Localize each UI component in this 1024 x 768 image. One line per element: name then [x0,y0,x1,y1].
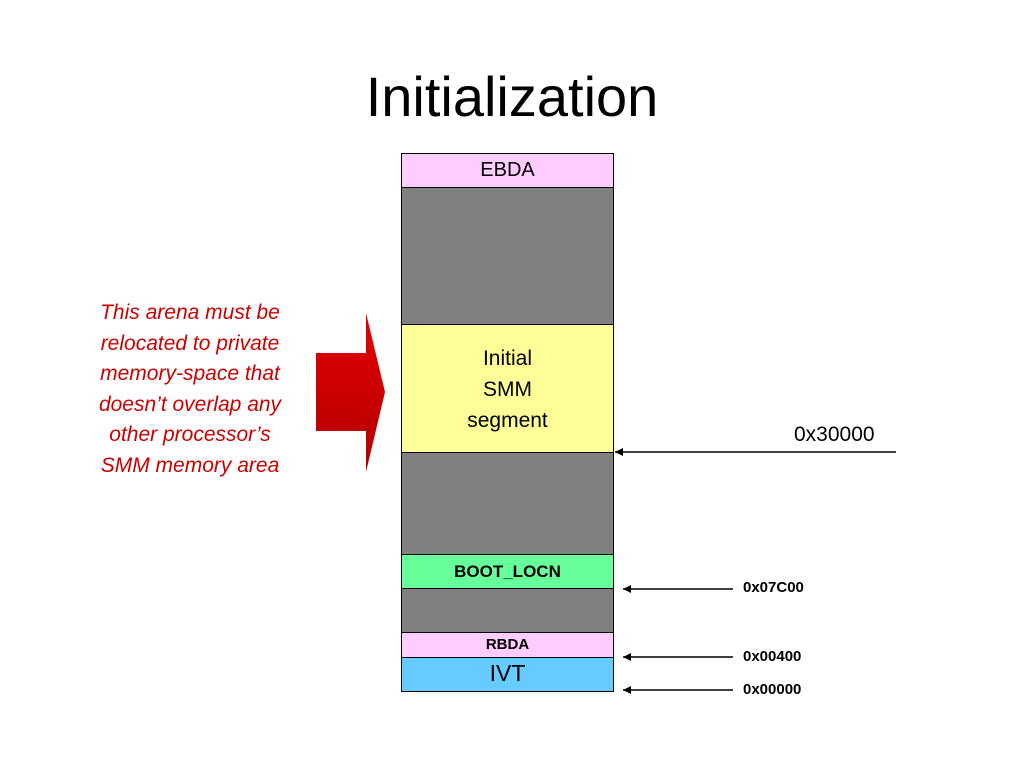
boot-locn-block: BOOT_LOCN [401,554,614,589]
unused-region-middle [401,452,614,555]
ivt-block: IVT [401,657,614,692]
address-0x00400: 0x00400 [743,648,802,665]
address-0x07c00: 0x07C00 [743,579,804,596]
smm-segment-block: Initial SMM segment [401,324,614,453]
address-0x00000: 0x00000 [743,681,802,698]
smm-segment-label: Initial SMM segment [467,347,548,432]
unused-region-lower [401,588,614,633]
rbda-block: RBDA [401,632,614,658]
relocation-note: This arena must be relocated to private … [98,301,282,477]
ebda-block: EBDA [401,153,614,188]
ivt-label: IVT [489,660,526,686]
rbda-label: RBDA [485,636,530,653]
boot-locn-label: BOOT_LOCN [454,561,561,581]
slide-title: Initialization [365,65,659,128]
big-red-arrow [316,313,385,472]
ebda-label: EBDA [480,159,535,181]
unused-region-upper [401,187,614,325]
address-0x30000: 0x30000 [794,423,875,446]
